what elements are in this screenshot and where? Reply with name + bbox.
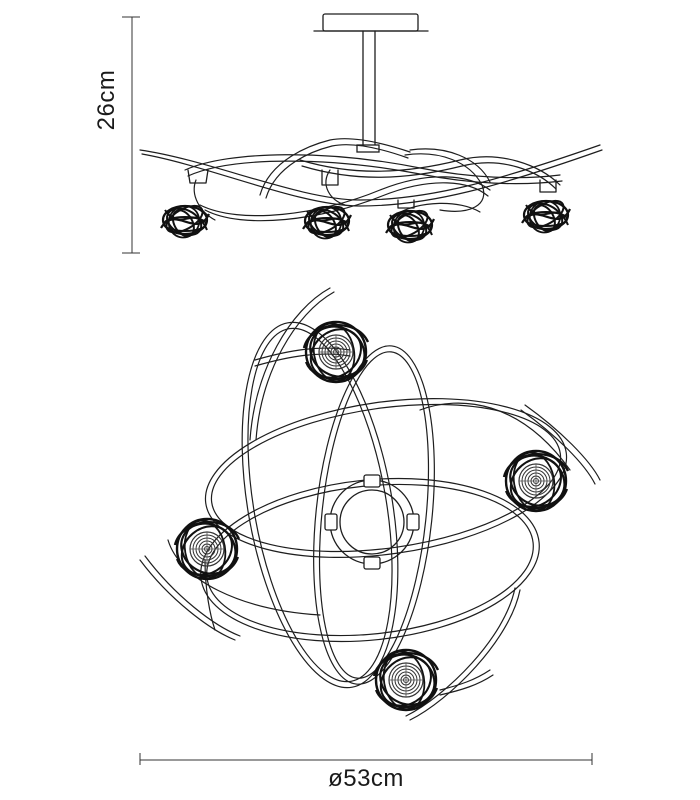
side-shade-1 (159, 169, 211, 245)
top-loop-vertical-right (313, 345, 435, 685)
top-shade-1 (299, 315, 375, 389)
top-shade-4 (369, 643, 445, 717)
side-view (139, 13, 603, 250)
side-shade-4 (520, 179, 572, 240)
side-shade-3 (384, 199, 436, 250)
diameter-dimension-line (139, 753, 593, 765)
central-hub (324, 474, 420, 570)
ceiling-canopy (322, 13, 419, 32)
top-shade-3 (170, 512, 246, 586)
top-view (139, 287, 601, 721)
top-loop-vertical-left (241, 321, 399, 689)
height-dimension-line (122, 16, 140, 254)
side-shade-2 (301, 169, 353, 246)
top-loop-horizontal-upper (204, 397, 568, 559)
diameter-dimension-label: ø53cm (328, 765, 404, 792)
top-outer-arms (139, 287, 601, 721)
top-shade-2 (499, 444, 575, 518)
height-dimension-label: 26cm (93, 69, 120, 131)
stem (356, 30, 380, 153)
